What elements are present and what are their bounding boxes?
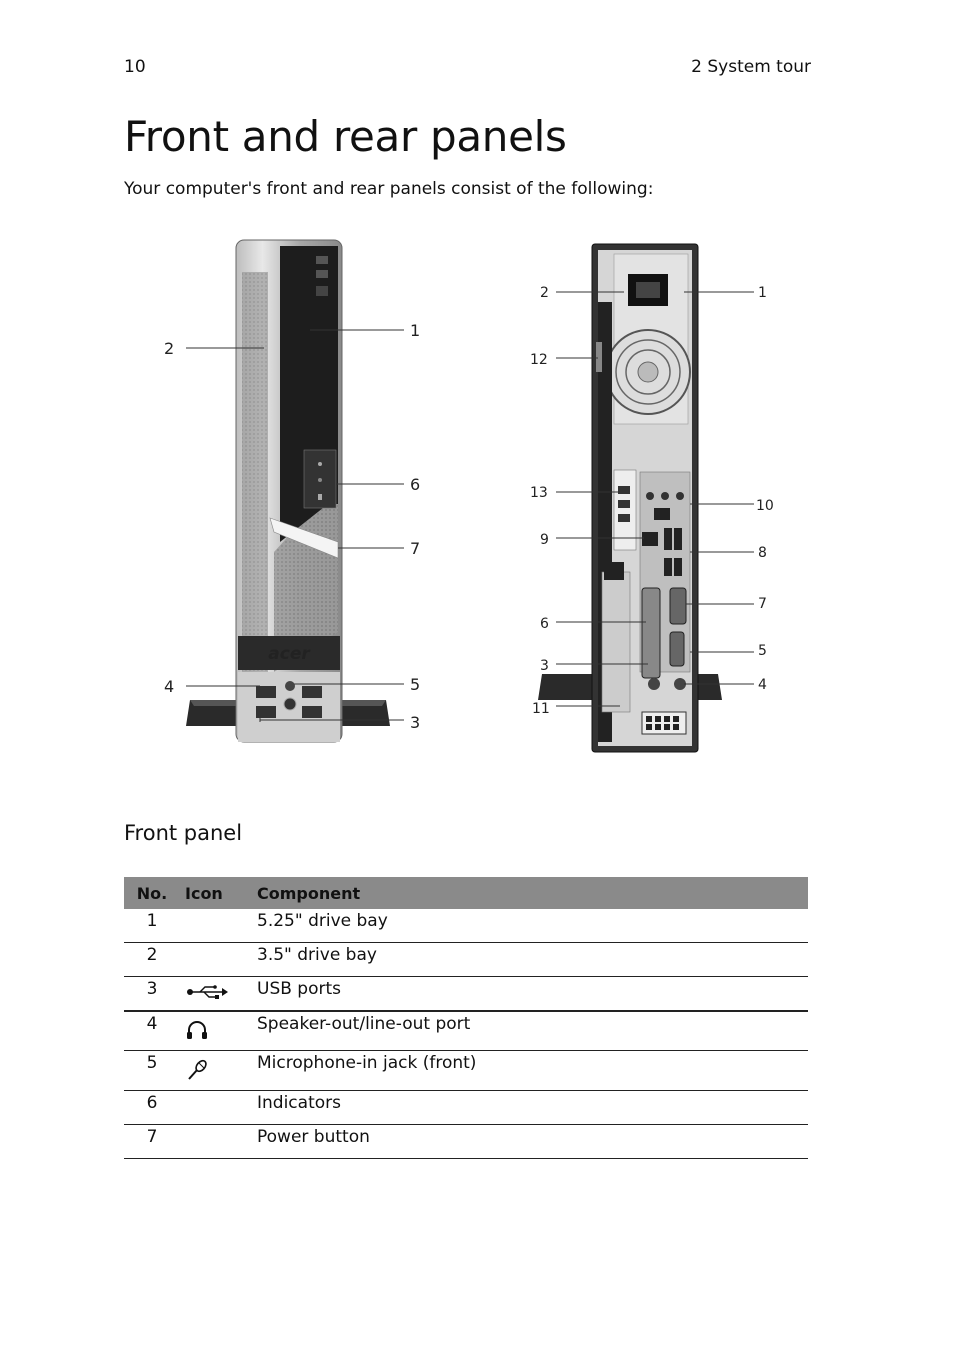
row-component: Speaker-out/line-out port bbox=[257, 1011, 808, 1051]
chapter-title: 2 System tour bbox=[691, 57, 811, 77]
row-no: 7 bbox=[124, 1124, 180, 1159]
rear-callout-11: 11 bbox=[532, 701, 550, 717]
table-header-row: No. Icon Component bbox=[124, 877, 808, 909]
row-icon-cell bbox=[180, 1090, 257, 1125]
table-row: 1 5.25" drive bay bbox=[124, 909, 808, 943]
rear-callout-3: 3 bbox=[540, 658, 549, 674]
row-no: 1 bbox=[124, 909, 180, 943]
rear-callout-8: 8 bbox=[758, 545, 767, 561]
table-row: 5 Microphone-in jack (front) bbox=[124, 1050, 808, 1091]
acer-logo: acer bbox=[268, 644, 311, 664]
rear-view: 1 2 3 4 5 6 7 8 9 10 11 12 13 bbox=[530, 243, 774, 753]
section-title: Front panel bbox=[124, 821, 243, 845]
rear-callout-4: 4 bbox=[758, 677, 767, 693]
front-callout-1: 1 bbox=[410, 321, 420, 340]
front-panel-table: No. Icon Component 1 5.25" drive bay 2 3… bbox=[124, 877, 808, 1159]
row-no: 5 bbox=[124, 1050, 180, 1091]
front-callout-5: 5 bbox=[410, 675, 420, 694]
row-component: Power button bbox=[257, 1124, 808, 1159]
rear-callout-12: 12 bbox=[530, 352, 548, 368]
front-callout-2: 2 bbox=[164, 339, 174, 358]
headphone-icon bbox=[187, 1021, 207, 1039]
page-title: Front and rear panels bbox=[124, 112, 567, 161]
row-component: USB ports bbox=[257, 976, 808, 1012]
front-view: acer 1 2 3 4 5 6 7 bbox=[164, 239, 420, 743]
front-callout-6: 6 bbox=[410, 475, 420, 494]
table-row: 2 3.5" drive bay bbox=[124, 942, 808, 977]
rear-callout-9: 9 bbox=[540, 532, 549, 548]
table-row: 6 Indicators bbox=[124, 1090, 808, 1125]
rear-callout-1: 1 bbox=[758, 285, 767, 301]
row-icon-cell bbox=[180, 909, 257, 943]
rear-callout-6: 6 bbox=[540, 616, 549, 632]
table-row: 4 Speaker-out/line-out port bbox=[124, 1011, 808, 1051]
row-component: 3.5" drive bay bbox=[257, 942, 808, 977]
rear-callout-13: 13 bbox=[530, 485, 548, 501]
row-no: 4 bbox=[124, 1011, 180, 1051]
rear-callout-10: 10 bbox=[756, 498, 774, 514]
row-icon-cell bbox=[180, 1050, 257, 1091]
front-callout-3: 3 bbox=[410, 713, 420, 732]
front-callout-4: 4 bbox=[164, 677, 174, 696]
row-component: Microphone-in jack (front) bbox=[257, 1050, 808, 1091]
row-icon-cell bbox=[180, 976, 257, 1012]
rear-callout-2: 2 bbox=[540, 285, 549, 301]
row-icon-cell bbox=[180, 942, 257, 977]
page-number: 10 bbox=[124, 57, 146, 77]
panels-figure: acer 1 2 3 4 5 6 7 bbox=[164, 239, 774, 753]
row-no: 6 bbox=[124, 1090, 180, 1125]
table-row: 7 Power button bbox=[124, 1124, 808, 1159]
table-row: 3 USB ports bbox=[124, 976, 808, 1012]
row-icon-cell bbox=[180, 1011, 257, 1051]
row-icon-cell bbox=[180, 1124, 257, 1159]
intro-paragraph: Your computer's front and rear panels co… bbox=[124, 179, 654, 199]
rear-callout-7: 7 bbox=[758, 596, 767, 612]
row-component: Indicators bbox=[257, 1090, 808, 1125]
row-component: 5.25" drive bay bbox=[257, 909, 808, 943]
usb-icon bbox=[187, 985, 228, 999]
col-header-no: No. bbox=[124, 877, 180, 909]
microphone-icon bbox=[188, 1059, 207, 1080]
front-callout-7: 7 bbox=[410, 539, 420, 558]
col-header-icon: Icon bbox=[180, 877, 257, 909]
rear-callout-5: 5 bbox=[758, 643, 767, 659]
row-no: 2 bbox=[124, 942, 180, 977]
row-no: 3 bbox=[124, 976, 180, 1012]
col-header-component: Component bbox=[257, 877, 808, 909]
